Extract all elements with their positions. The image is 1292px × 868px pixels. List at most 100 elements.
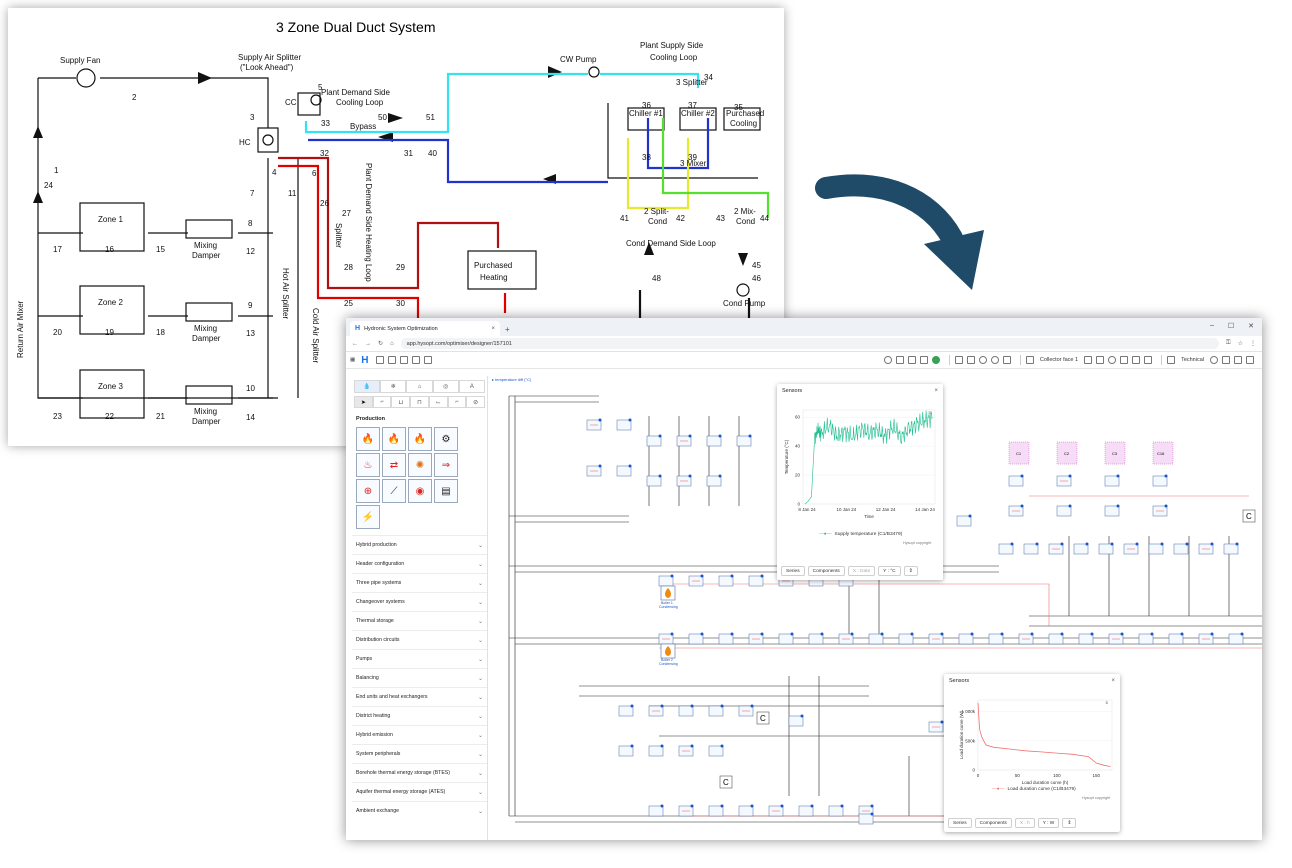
forward-icon[interactable]: → bbox=[365, 340, 371, 347]
connector-c-1[interactable]: C bbox=[1242, 509, 1256, 523]
align-icon[interactable] bbox=[954, 356, 963, 364]
open-folder-icon[interactable] bbox=[400, 356, 409, 364]
status-ok-icon[interactable] bbox=[931, 356, 940, 364]
mode-icon[interactable] bbox=[1167, 356, 1176, 364]
expand-icon[interactable]: ⇕ bbox=[903, 566, 918, 576]
chart-legend[interactable]: —●— Supply temperature (C1/B3479) bbox=[819, 532, 902, 537]
bend-tool-icon[interactable]: ⊓ bbox=[410, 396, 429, 408]
close-icon[interactable]: × bbox=[934, 388, 938, 394]
consumer-c16[interactable]: C16 bbox=[1152, 441, 1174, 465]
heat-exchanger-icon[interactable]: ⇄ bbox=[382, 453, 406, 477]
x-axis-button[interactable]: X : Date bbox=[847, 566, 876, 576]
close-icon[interactable]: × bbox=[1111, 678, 1115, 684]
chart-legend-2[interactable]: —●— Load duration curve (C1/B3479) bbox=[992, 787, 1076, 792]
accordion-changeover-systems[interactable]: Changeover systems⌄ bbox=[352, 592, 487, 611]
accordion-pumps[interactable]: Pumps⌄ bbox=[352, 649, 487, 668]
report-icon[interactable] bbox=[919, 356, 928, 364]
calculate-icon[interactable] bbox=[895, 356, 904, 364]
boiler-component-icon[interactable]: 🔥 bbox=[356, 427, 380, 451]
storage-tank-icon[interactable]: ▤ bbox=[434, 479, 458, 503]
database-icon[interactable] bbox=[1084, 356, 1093, 364]
tab-annotation[interactable]: A bbox=[458, 380, 486, 393]
export-icon[interactable] bbox=[412, 356, 421, 364]
accordion-system-peripherals[interactable]: System peripherals⌄ bbox=[352, 744, 487, 763]
new-tab-button[interactable]: + bbox=[505, 325, 510, 334]
library-icon[interactable] bbox=[907, 356, 916, 364]
zoom-out-icon[interactable] bbox=[990, 356, 999, 364]
tab-cooling[interactable]: ❄ bbox=[380, 380, 407, 393]
settings-gear-icon[interactable] bbox=[1210, 356, 1218, 364]
browser-tab[interactable]: H Hydronic System Optimization × bbox=[350, 321, 500, 336]
ruler-icon[interactable] bbox=[1144, 356, 1153, 364]
pointer-tool-icon[interactable]: ➤ bbox=[354, 396, 373, 408]
solar-thermal-icon[interactable]: ⟋ bbox=[382, 479, 406, 503]
minimize-button[interactable]: – bbox=[1209, 322, 1214, 329]
electric-boiler-icon[interactable]: ⊕ bbox=[356, 479, 380, 503]
heat-exchanger-2-icon[interactable]: ⇒ bbox=[434, 453, 458, 477]
corner-tool-icon[interactable]: ⌐ bbox=[447, 396, 467, 408]
sidebar-toggle-icon[interactable] bbox=[1246, 356, 1254, 364]
back-icon[interactable]: ← bbox=[352, 340, 358, 347]
y-axis-button[interactable]: Y : °C bbox=[878, 566, 901, 576]
consumer-c2[interactable]: C2 bbox=[1056, 441, 1078, 465]
link-tool-icon[interactable]: ⊘ bbox=[466, 396, 486, 408]
accordion-three-pipe-systems[interactable]: Three pipe systems⌄ bbox=[352, 573, 487, 592]
accordion-ambient-exchange[interactable]: Ambient exchange⌄ bbox=[352, 801, 487, 820]
tab-controls[interactable]: ◎ bbox=[432, 380, 459, 393]
url-input[interactable]: app.hysopt.com/optimiser/designer/157101 bbox=[400, 338, 1220, 349]
branch-tool-icon[interactable]: ⌙ bbox=[428, 396, 448, 408]
zoom-in-icon[interactable] bbox=[978, 356, 987, 364]
component-tool-icon[interactable]: ⊔ bbox=[391, 396, 411, 408]
consumer-c1[interactable]: C1 bbox=[1008, 441, 1030, 465]
key-icon[interactable]: ⚿ bbox=[1226, 340, 1231, 346]
collector-selector[interactable]: Collector face 1 bbox=[1039, 357, 1079, 363]
accordion-hybrid-emission[interactable]: Hybrid emission⌄ bbox=[352, 725, 487, 744]
y-axis-button[interactable]: Y : W bbox=[1037, 818, 1060, 828]
accordion-end-units[interactable]: End units and heat exchangers⌄ bbox=[352, 687, 487, 706]
mode-selector[interactable]: Technical bbox=[1181, 357, 1204, 363]
accordion-distribution-circuits[interactable]: Distribution circuits⌄ bbox=[352, 630, 487, 649]
connector-c-2[interactable]: C bbox=[756, 711, 770, 725]
accordion-hybrid-production[interactable]: Hybrid production⌄ bbox=[352, 535, 487, 554]
connector-c-3[interactable]: C bbox=[719, 775, 733, 789]
boiler-component-icon[interactable]: 🔥 bbox=[408, 427, 432, 451]
save-icon[interactable] bbox=[388, 356, 397, 364]
browser-menu-icon[interactable]: ⋮ bbox=[1250, 341, 1256, 347]
accordion-header-configuration[interactable]: Header configuration⌄ bbox=[352, 554, 487, 573]
components-button[interactable]: Components bbox=[974, 818, 1012, 828]
tab-close-icon[interactable]: × bbox=[491, 325, 495, 332]
key-settings-icon[interactable] bbox=[1120, 356, 1129, 364]
chart-icon[interactable] bbox=[1132, 356, 1141, 364]
electric-heater-icon[interactable]: ⚡ bbox=[356, 505, 380, 529]
chp-engine-icon[interactable]: ⚙ bbox=[434, 427, 458, 451]
accordion-thermal-storage[interactable]: Thermal storage⌄ bbox=[352, 611, 487, 630]
window-close-button[interactable]: ✕ bbox=[1248, 323, 1254, 330]
delete-icon[interactable] bbox=[1002, 356, 1011, 364]
accordion-balancing[interactable]: Balancing⌄ bbox=[352, 668, 487, 687]
heat-pump-icon[interactable]: ♨ bbox=[356, 453, 380, 477]
series-button[interactable]: Series bbox=[948, 818, 972, 828]
accordion-btes[interactable]: Borehole thermal energy storage (BTES)⌄ bbox=[352, 763, 487, 782]
ground-source-icon[interactable]: ◉ bbox=[408, 479, 432, 503]
sensor-panel-load-duration[interactable]: Sensors × Load duration curve (W)Load du… bbox=[944, 674, 1120, 832]
reload-icon[interactable]: ↻ bbox=[378, 341, 384, 347]
design-canvas[interactable]: ▸ temperature diff (°C) bbox=[489, 376, 1262, 840]
accordion-district-heating[interactable]: District heating⌄ bbox=[352, 706, 487, 725]
clock-icon[interactable] bbox=[883, 356, 892, 364]
exit-icon[interactable] bbox=[1234, 356, 1242, 364]
series-button[interactable]: Series bbox=[781, 566, 805, 576]
components-button[interactable]: Components bbox=[807, 566, 845, 576]
consumer-c3[interactable]: C3 bbox=[1104, 441, 1126, 465]
star-icon[interactable]: ☆ bbox=[1237, 341, 1243, 347]
solar-collector-icon[interactable]: ✺ bbox=[408, 453, 432, 477]
new-file-icon[interactable] bbox=[376, 356, 385, 364]
x-axis-button[interactable]: X : h bbox=[1014, 818, 1035, 828]
distribute-icon[interactable] bbox=[966, 356, 975, 364]
download-icon[interactable] bbox=[424, 356, 433, 364]
accordion-ates[interactable]: Aquifer thermal energy storage (ATES)⌄ bbox=[352, 782, 487, 801]
maximize-button[interactable]: ☐ bbox=[1227, 323, 1235, 330]
search-icon[interactable] bbox=[1108, 356, 1117, 364]
expand-icon[interactable]: ⇕ bbox=[1062, 818, 1077, 828]
boiler-component-icon[interactable]: 🔥 bbox=[382, 427, 406, 451]
